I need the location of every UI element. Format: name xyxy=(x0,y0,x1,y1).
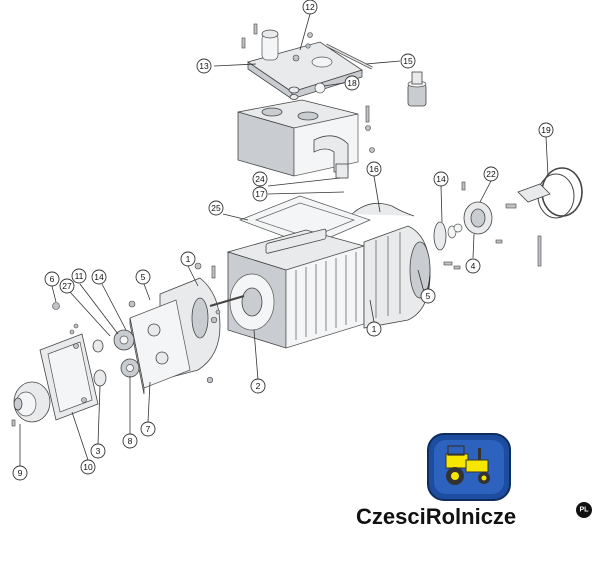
callout-13: 13 xyxy=(196,58,212,74)
pin-rod xyxy=(325,43,373,70)
rear-gear-14 xyxy=(433,221,457,251)
svg-text:5: 5 xyxy=(141,272,146,282)
callout-1-body: 1 xyxy=(366,321,382,337)
callout-6: 6 xyxy=(44,271,60,287)
svg-text:6: 6 xyxy=(50,274,55,284)
callout-18: 18 xyxy=(344,75,360,91)
top-small-bolts xyxy=(241,23,313,49)
callout-15: 15 xyxy=(400,53,416,69)
tractor-icon xyxy=(445,445,490,485)
svg-text:3: 3 xyxy=(96,446,101,456)
leader-lines xyxy=(19,13,549,466)
svg-text:14: 14 xyxy=(436,174,446,184)
cooling-fins xyxy=(295,252,357,340)
callout-1-front: 1 xyxy=(180,251,196,267)
svg-text:14: 14 xyxy=(94,272,104,282)
brand-name: CzesciRolnicze xyxy=(356,504,516,529)
svg-text:15: 15 xyxy=(403,56,413,66)
callout-27: 27 xyxy=(59,278,75,294)
gears-8-11 xyxy=(92,329,140,387)
callout-22: 22 xyxy=(483,166,499,182)
svg-text:12: 12 xyxy=(305,2,315,12)
callout-10: 10 xyxy=(80,459,96,475)
svg-text:19: 19 xyxy=(541,125,551,135)
svg-text:10: 10 xyxy=(83,462,93,472)
callout-16: 16 xyxy=(366,161,382,177)
callout-5-front: 5 xyxy=(135,269,151,285)
svg-text:17: 17 xyxy=(255,189,265,199)
coupling-part xyxy=(461,181,503,244)
callout-11: 11 xyxy=(71,268,87,284)
svg-text:5: 5 xyxy=(426,291,431,301)
svg-text:8: 8 xyxy=(128,436,133,446)
gasket-plate xyxy=(239,195,415,247)
callout-25: 25 xyxy=(208,200,224,216)
upper-housing xyxy=(237,99,375,179)
brand-suffix-badge: PL xyxy=(576,502,592,518)
callout-14-front: 14 xyxy=(91,269,107,285)
callout-4: 4 xyxy=(465,258,481,274)
callout-19: 19 xyxy=(538,122,554,138)
svg-text:13: 13 xyxy=(199,61,209,71)
small-ring xyxy=(443,223,463,270)
svg-text:18: 18 xyxy=(347,78,357,88)
callout-5-rear-bottom: 5 xyxy=(420,288,436,304)
brand-logo xyxy=(427,433,511,501)
front-cover-10 xyxy=(39,333,99,421)
svg-text:25: 25 xyxy=(211,203,221,213)
svg-text:11: 11 xyxy=(75,271,84,281)
svg-text:22: 22 xyxy=(486,169,496,179)
svg-text:27: 27 xyxy=(62,281,72,291)
svg-text:PL: PL xyxy=(580,507,590,514)
plug-part-18 xyxy=(288,82,326,100)
svg-text:1: 1 xyxy=(372,324,377,334)
callouts: 12 13 15 18 19 24 17 16 14 22 25 1 4 5 6… xyxy=(12,0,554,481)
rear-flange xyxy=(363,225,431,329)
callout-17: 17 xyxy=(252,186,268,202)
svg-text:24: 24 xyxy=(255,174,265,184)
main-pump-body xyxy=(226,228,366,349)
callout-8: 8 xyxy=(122,433,138,449)
svg-text:9: 9 xyxy=(18,468,23,478)
sleeve-part xyxy=(407,71,427,107)
svg-text:1: 1 xyxy=(186,254,191,264)
top-cover-plate xyxy=(247,29,363,100)
callout-24: 24 xyxy=(252,171,268,187)
inlet-hood-9 xyxy=(13,381,51,423)
callout-2: 2 xyxy=(250,378,266,394)
svg-text:7: 7 xyxy=(146,424,151,434)
callout-9: 9 xyxy=(12,465,28,481)
svg-text:2: 2 xyxy=(256,381,261,391)
callout-3: 3 xyxy=(90,443,106,459)
callout-14-rear: 14 xyxy=(433,171,449,187)
callout-7: 7 xyxy=(140,421,156,437)
ring-bracket xyxy=(505,167,583,267)
misc-bolts xyxy=(11,265,221,427)
svg-text:4: 4 xyxy=(471,261,476,271)
callout-12: 12 xyxy=(302,0,318,15)
svg-text:16: 16 xyxy=(369,164,379,174)
